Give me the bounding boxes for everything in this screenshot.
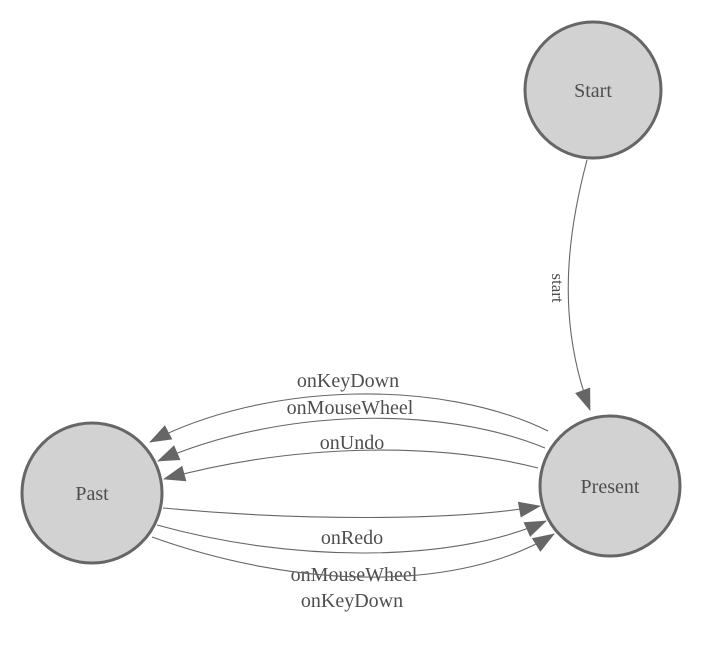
- edge-start-to-present-path: [567, 159, 591, 411]
- start-node-label: Start: [574, 80, 612, 102]
- edge-label-onredo: onRedo: [321, 527, 383, 549]
- edge-label-onmousewheel-top: onMouseWheel: [287, 397, 414, 419]
- present-node-label: Present: [581, 476, 640, 498]
- edge-label-onmousewheel-bottom: onMouseWheel: [291, 564, 418, 586]
- edge-past-to-present-onredo: onRedo: [162, 501, 541, 549]
- state-node-present: Present: [538, 414, 682, 558]
- edge-present-to-past-onmousewheel-path: [157, 417, 546, 462]
- edge-past-to-present-onkeydown-path: [151, 533, 555, 578]
- edge-start-to-present: start: [548, 159, 591, 411]
- edge-present-to-past-onkeydown: onKeyDown: [149, 370, 549, 443]
- edge-present-to-past-onkeydown-path: [149, 393, 549, 443]
- start-node-circle: [523, 20, 663, 160]
- edge-label-onkeydown-top: onKeyDown: [297, 370, 399, 392]
- edge-label-onundo: onUndo: [320, 432, 384, 454]
- edge-past-to-present-onredo-path: [162, 501, 541, 519]
- edge-label-onkeydown-bottom: onKeyDown: [301, 590, 403, 612]
- edge-past-to-present-onkeydown: onKeyDown: [151, 533, 555, 612]
- edge-present-to-past-onundo: onUndo: [163, 432, 539, 482]
- edge-past-to-present-onmousewheel: onMouseWheel: [156, 520, 547, 586]
- past-node-label: Past: [75, 483, 109, 505]
- present-node-circle: [538, 414, 682, 558]
- edge-past-to-present-onmousewheel-path: [156, 520, 547, 554]
- state-node-past: Past: [20, 421, 164, 565]
- edge-label-start: start: [548, 273, 567, 303]
- state-node-start: Start: [523, 20, 663, 160]
- past-node-circle: [20, 421, 164, 565]
- edge-present-to-past-onmousewheel: onMouseWheel: [157, 397, 546, 462]
- edge-present-to-past-onundo-path: [163, 449, 539, 482]
